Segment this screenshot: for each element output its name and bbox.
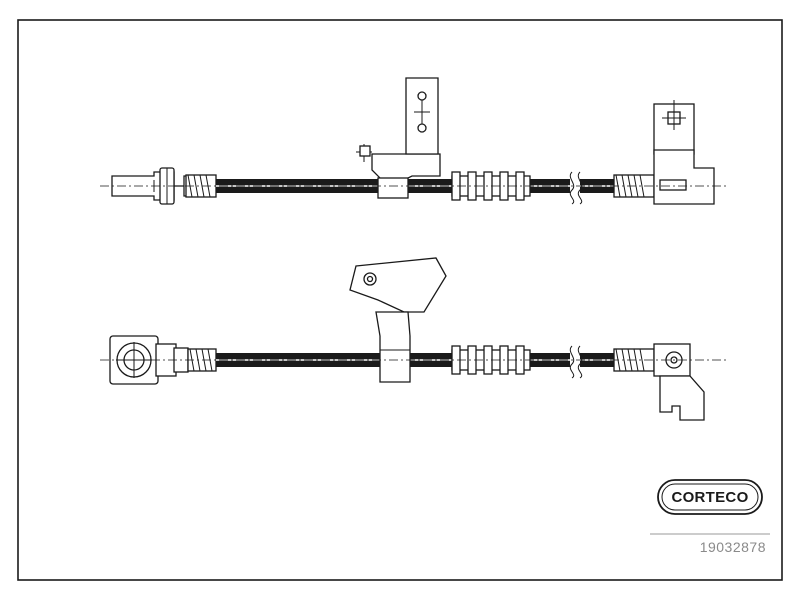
lower-break-symbol	[569, 345, 583, 379]
corteco-logo-oval	[657, 479, 763, 515]
upper-hose-bracket	[356, 77, 441, 199]
part-number: 19032878	[700, 539, 766, 555]
upper-brake-hose	[100, 77, 726, 205]
lower-hose-bracket	[349, 257, 447, 383]
brand-name: CORTECO	[671, 489, 748, 506]
lower-brake-hose	[100, 257, 726, 421]
upper-left-end-fitting	[111, 167, 189, 205]
upper-break-symbol	[569, 171, 583, 205]
drawing-frame	[17, 19, 783, 581]
upper-right-banjo-fitting	[653, 100, 715, 205]
lower-right-end-fitting	[653, 343, 705, 421]
corteco-logo: CORTECO	[657, 479, 763, 515]
